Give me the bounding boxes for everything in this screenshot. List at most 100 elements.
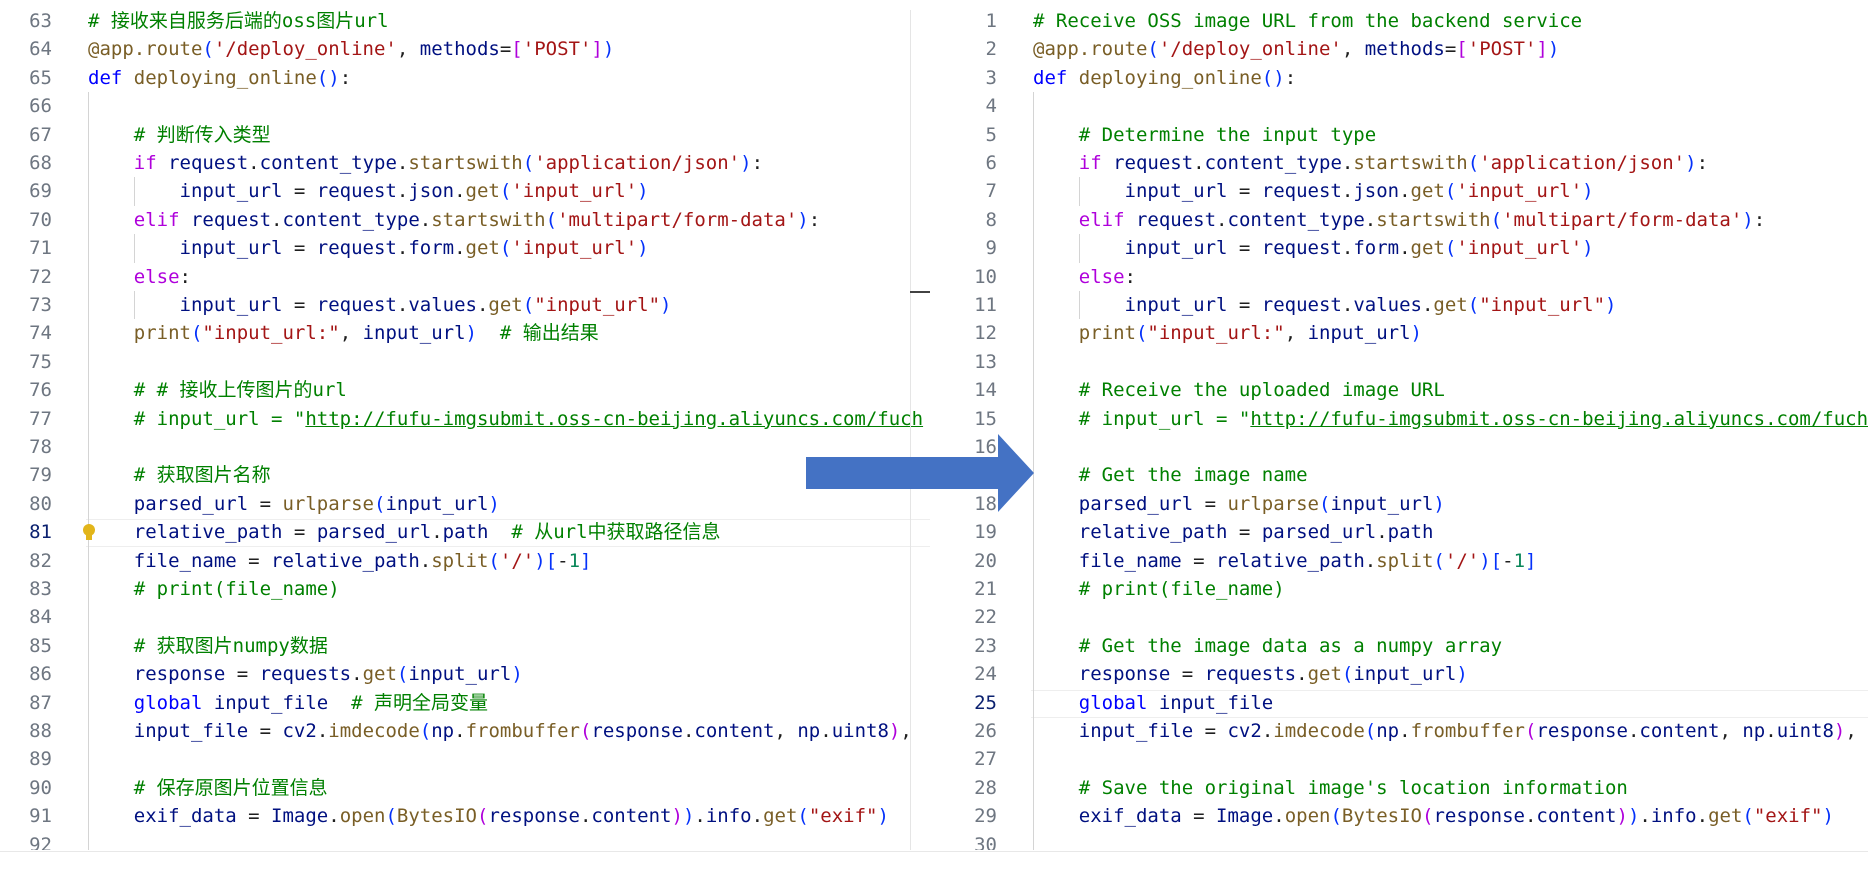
code-line[interactable]: def deploying_online(): [1033,64,1296,92]
code-token [488,521,511,543]
code-line[interactable]: # input_url = "http://fufu-imgsubmit.oss… [88,405,923,433]
code-token [1033,777,1079,799]
code-line[interactable]: response = requests.get(input_url) [1033,660,1468,688]
code-line[interactable]: # 保存原图片位置信息 [88,774,328,802]
code-token: . [248,152,260,174]
line-number: 76 [29,379,52,402]
code-token: . [579,805,592,828]
code-token: ( [1319,492,1331,515]
scrollbar-position-marker[interactable] [910,291,930,293]
lightbulb-icon[interactable] [82,523,96,543]
code-line[interactable]: else: [88,263,191,291]
code-token: . [1341,294,1354,316]
code-line[interactable]: file_name = relative_path.split('/')[-1] [88,547,592,575]
code-line[interactable]: global input_file [1033,689,1273,717]
code-line[interactable]: # 获取图片numpy数据 [88,632,328,660]
code-token: ] [1525,549,1537,572]
code-line[interactable]: parsed_url = urlparse(input_url) [88,490,500,518]
code-token: get [465,237,500,260]
code-line[interactable]: global input_file # 声明全局变量 [88,689,488,717]
line-number: 30 [974,833,997,850]
code-line[interactable]: if request.content_type.startswith('appl… [1033,149,1708,177]
code-token: ( [396,663,409,686]
code-token: request [316,237,397,260]
code-token: 'input_url' [1456,237,1583,260]
right-editor-pane[interactable]: 1 # Receive OSS image URL from the backen… [945,0,1868,850]
code-line[interactable]: # input_url = "http://fufu-imgsubmit.oss… [1033,405,1868,433]
code-token: get [1433,294,1468,316]
code-line[interactable]: # Get the image name [1033,461,1308,489]
line-number: 65 [29,66,52,89]
code-line[interactable]: input_url = request.form.get('input_url'… [88,234,649,262]
code-line[interactable]: # print(file_name) [88,575,340,603]
code-line[interactable]: input_url = request.json.get('input_url'… [1033,177,1594,205]
code-line[interactable]: elif request.content_type.startswith('mu… [1033,206,1765,234]
code-token: '/deploy_online' [213,38,397,61]
code-line[interactable]: # Receive the uploaded image URL [1033,376,1445,404]
line-number: 71 [29,237,52,260]
code-token: elif [1078,208,1136,231]
code-token [88,692,134,714]
code-token: # Determine the input type [1078,123,1377,146]
code-line[interactable]: exif_data = Image.open(BytesIO(response.… [88,802,889,830]
code-token: response [133,663,226,686]
code-token: = [282,237,317,260]
line-number: 2 [985,38,997,61]
line-number: 63 [29,10,52,32]
code-line[interactable]: # # 接收上传图片的url [88,376,347,404]
code-token: 1 [568,549,581,572]
code-token: ) [534,549,546,572]
code-line[interactable]: @app.route('/deploy_online', methods=['P… [88,35,614,63]
code-line[interactable]: # 接收来自服务后端的oss图片url [88,7,389,35]
code-line[interactable]: # 判断传入类型 [88,121,271,149]
code-token: ( [477,805,489,828]
code-line[interactable]: elif request.content_type.startswith('mu… [88,206,820,234]
code-line[interactable]: else: [1033,263,1136,291]
code-line[interactable]: relative_path = parsed_url.path [1033,518,1434,546]
code-line[interactable]: print("input_url:", input_url) # 输出结果 [88,319,599,347]
code-line[interactable]: relative_path = parsed_url.path # 从url中获… [88,518,721,546]
code-line[interactable]: input_url = request.values.get("input_ur… [88,291,672,319]
code-token: . [1765,720,1777,742]
indent-guide [134,177,135,206]
code-token: # 声明全局变量 [351,691,489,714]
code-token [88,635,134,657]
code-line[interactable]: print("input_url:", input_url) [1033,319,1422,347]
code-line[interactable]: input_file = cv2.imdecode(np.frombuffer(… [1033,717,1857,745]
line-number: 19 [974,521,997,544]
code-line[interactable]: exif_data = Image.open(BytesIO(response.… [1033,802,1834,830]
code-line[interactable]: # print(file_name) [1033,575,1285,603]
code-token: np [797,720,821,742]
line-number: 21 [974,578,997,600]
code-token: form [408,237,455,260]
code-token: : [1753,208,1766,231]
code-line[interactable]: input_url = request.json.get('input_url'… [88,177,649,205]
line-number: 10 [974,265,997,288]
code-line[interactable]: # 获取图片名称 [88,461,271,489]
code-token [1033,464,1079,486]
code-line[interactable]: parsed_url = urlparse(input_url) [1033,490,1445,518]
code-line[interactable]: def deploying_online(): [88,64,351,92]
code-token: request [1261,237,1342,260]
code-line[interactable]: # Receive OSS image URL from the backend… [1033,7,1582,35]
code-line[interactable]: # Determine the input type [1033,121,1376,149]
code-line[interactable]: input_url = request.form.get('input_url'… [1033,234,1594,262]
code-token: [ [545,549,558,572]
code-line[interactable]: @app.route('/deploy_online', methods=['P… [1033,35,1559,63]
line-number: 1 [985,10,997,32]
code-token: get [362,663,397,686]
code-line[interactable]: input_file = cv2.imdecode(np.frombuffer(… [88,717,912,745]
code-token [1033,635,1079,657]
code-token: () [1261,66,1285,89]
code-line[interactable]: if request.content_type.startswith('appl… [88,149,763,177]
code-line[interactable]: file_name = relative_path.split('/')[-1] [1033,547,1537,575]
code-token: 'multipart/form-data' [1502,208,1743,231]
code-line[interactable]: # Get the image data as a numpy array [1033,632,1502,660]
code-line[interactable]: response = requests.get(input_url) [88,660,523,688]
code-token [328,692,351,714]
code-line[interactable]: input_url = request.values.get("input_ur… [1033,291,1617,319]
code-token: ) [465,322,477,345]
code-line[interactable]: # Save the original image's location inf… [1033,774,1628,802]
code-token [88,124,134,146]
